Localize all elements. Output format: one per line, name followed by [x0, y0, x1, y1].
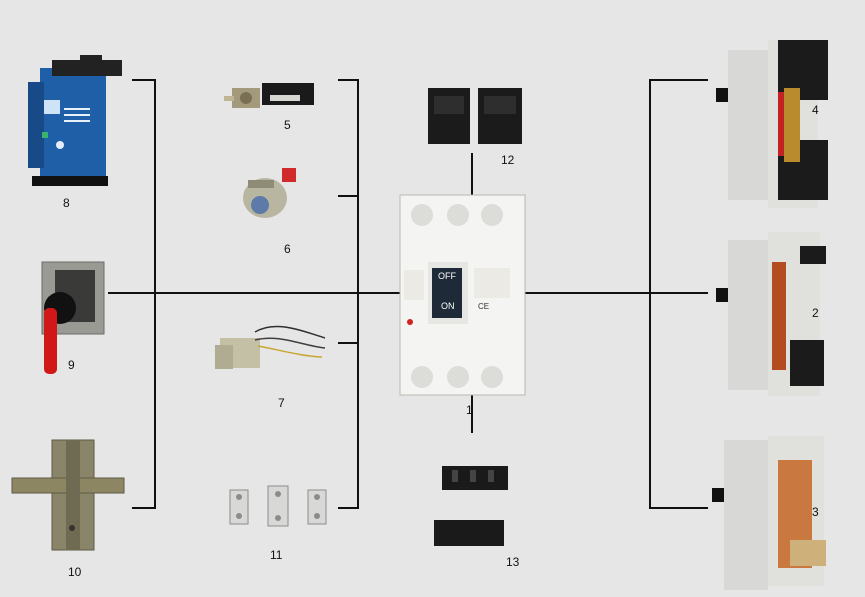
label-4: 4: [812, 103, 819, 117]
shunt-release-image: [243, 168, 296, 218]
label-12: 12: [501, 153, 515, 167]
rotary-handle-image: [41, 261, 105, 374]
rear-terminal-image: [716, 232, 826, 396]
undervoltage-release-image: [215, 325, 326, 369]
terminal-covers-image: [428, 88, 522, 144]
label-1: 1: [466, 403, 473, 417]
breaker-image: [399, 194, 526, 396]
label-11: 11: [270, 548, 283, 562]
motor-operator-image: [28, 55, 122, 186]
label-13: 13: [506, 555, 520, 569]
front-rear-terminal-image: [716, 40, 828, 208]
label-9: 9: [68, 358, 75, 372]
breaker-off-text: OFF: [438, 271, 456, 281]
label-7: 7: [278, 396, 285, 410]
terminal-links-image: [229, 485, 327, 527]
breaker-ce-mark: CE: [478, 302, 490, 311]
breaker-on-text: ON: [441, 301, 455, 311]
label-3: 3: [812, 505, 819, 519]
aux-contact-image: [224, 83, 314, 108]
label-5: 5: [284, 118, 291, 132]
middle-bracket-line: [338, 79, 359, 509]
label-6: 6: [284, 242, 291, 256]
label-2: 2: [812, 306, 819, 320]
label-8: 8: [63, 196, 70, 210]
plug-in-base-image: [712, 436, 826, 590]
interlock-image: [11, 439, 125, 551]
phase-barriers-image: [434, 466, 508, 546]
label-10: 10: [68, 565, 82, 579]
